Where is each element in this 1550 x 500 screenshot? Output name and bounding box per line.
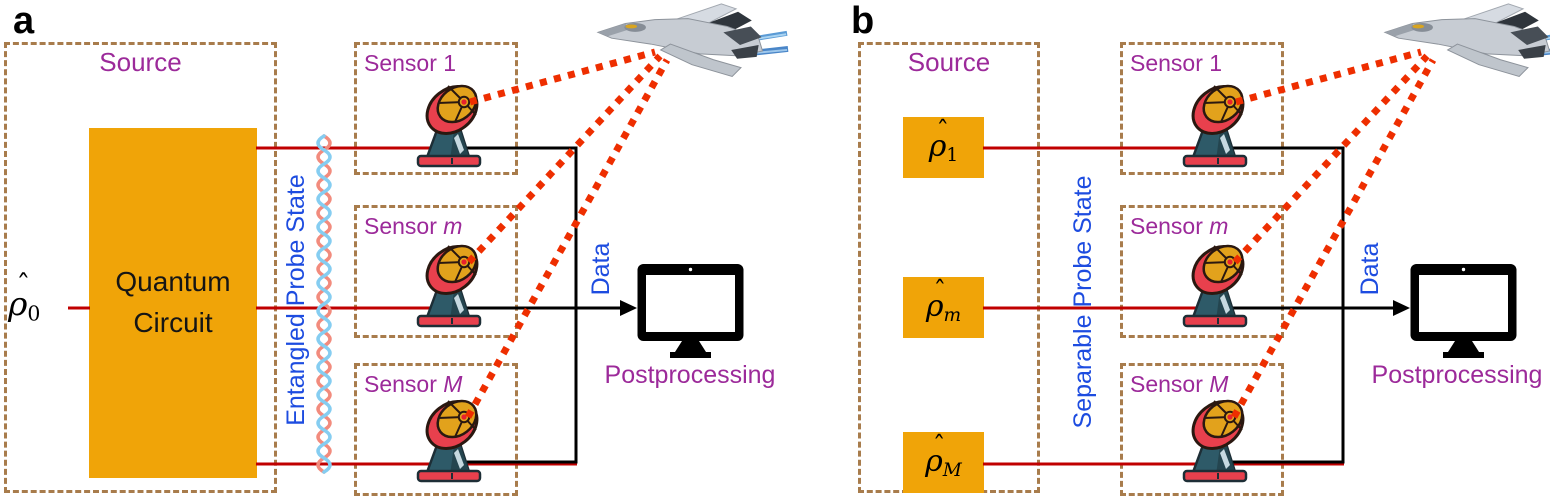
sensor-label-var: m (443, 213, 463, 239)
helix-strand-pink (316, 134, 332, 474)
rho-subscript: 1 (946, 145, 959, 167)
helix-strand-blue (316, 134, 332, 474)
sensor-M-label-a: Sensor M (364, 371, 462, 398)
rho-base: ρ (8, 284, 28, 323)
sensor-m-label-a: Sensor m (364, 213, 462, 240)
rho-subscript: 0 (27, 301, 41, 326)
sensor-label-prefix: Sensor (1130, 371, 1210, 397)
sensor-label-prefix: Sensor (1130, 213, 1210, 239)
source-label-a: Source (99, 47, 182, 77)
monitor-icon (637, 264, 744, 358)
sensor-label-var: 1 (1209, 50, 1223, 76)
source-label-b: Source (907, 47, 991, 77)
source-box-b (858, 42, 1040, 493)
probe-state-label-b: Separable Probe State (1069, 175, 1097, 429)
sensor-label-var: M (443, 371, 463, 397)
sensor-1-label-b: Sensor 1 (1130, 50, 1222, 77)
fighter-jet-icon (598, 4, 788, 77)
rho-subscript: M (942, 460, 962, 482)
dna-helix-icon (316, 134, 332, 474)
sensor-label-prefix: Sensor (364, 50, 444, 76)
sensor-1-label-a: Sensor 1 (364, 50, 456, 77)
sensor-M-box-b (1120, 363, 1284, 496)
hat-accent: ˆ (933, 275, 947, 306)
postprocessing-label-b: Postprocessing (1371, 361, 1543, 389)
sensor-label-prefix: Sensor (364, 371, 444, 397)
sensor-label-prefix: Sensor (1130, 50, 1210, 76)
postprocessing-label-a: Postprocessing (604, 361, 776, 389)
hat-accent: ˆ (932, 430, 946, 461)
quantum-circuit-label-line2: Circuit (133, 307, 213, 338)
sensor-label-var: m (1209, 213, 1229, 239)
arrowhead-a (620, 300, 637, 316)
rho-base: ρ (925, 443, 943, 479)
probe-state-label-a: Entangled Probe State (282, 174, 310, 426)
monitor-icon (1410, 264, 1517, 358)
rho-subscript: m (943, 305, 962, 327)
data-label-b: Data (1356, 242, 1384, 296)
hat-accent: ˆ (936, 115, 950, 146)
sensor-label-var: 1 (443, 50, 457, 76)
hat-accent: ˆ (16, 269, 31, 303)
fighter-jet-icon (1385, 4, 1550, 77)
data-label-a: Data (587, 242, 615, 296)
rho-base: ρ (928, 128, 947, 164)
quantum-circuit-label-line1: Quantum (115, 266, 231, 298)
sensor-M-box-a (354, 363, 518, 496)
quantum-circuit-box: Quantum Circuit (89, 128, 257, 478)
rho-base: ρ (925, 288, 944, 324)
panel-a-tag: a (13, 0, 35, 42)
panel-b-tag: b (851, 0, 875, 42)
sensor-M-label-b: Sensor M (1130, 371, 1228, 398)
sensor-m-label-b: Sensor m (1130, 213, 1228, 240)
source-box-a (4, 42, 277, 493)
sensor-label-prefix: Sensor (364, 213, 444, 239)
arrowhead-b (1393, 300, 1410, 316)
sensor-label-var: M (1209, 371, 1229, 397)
